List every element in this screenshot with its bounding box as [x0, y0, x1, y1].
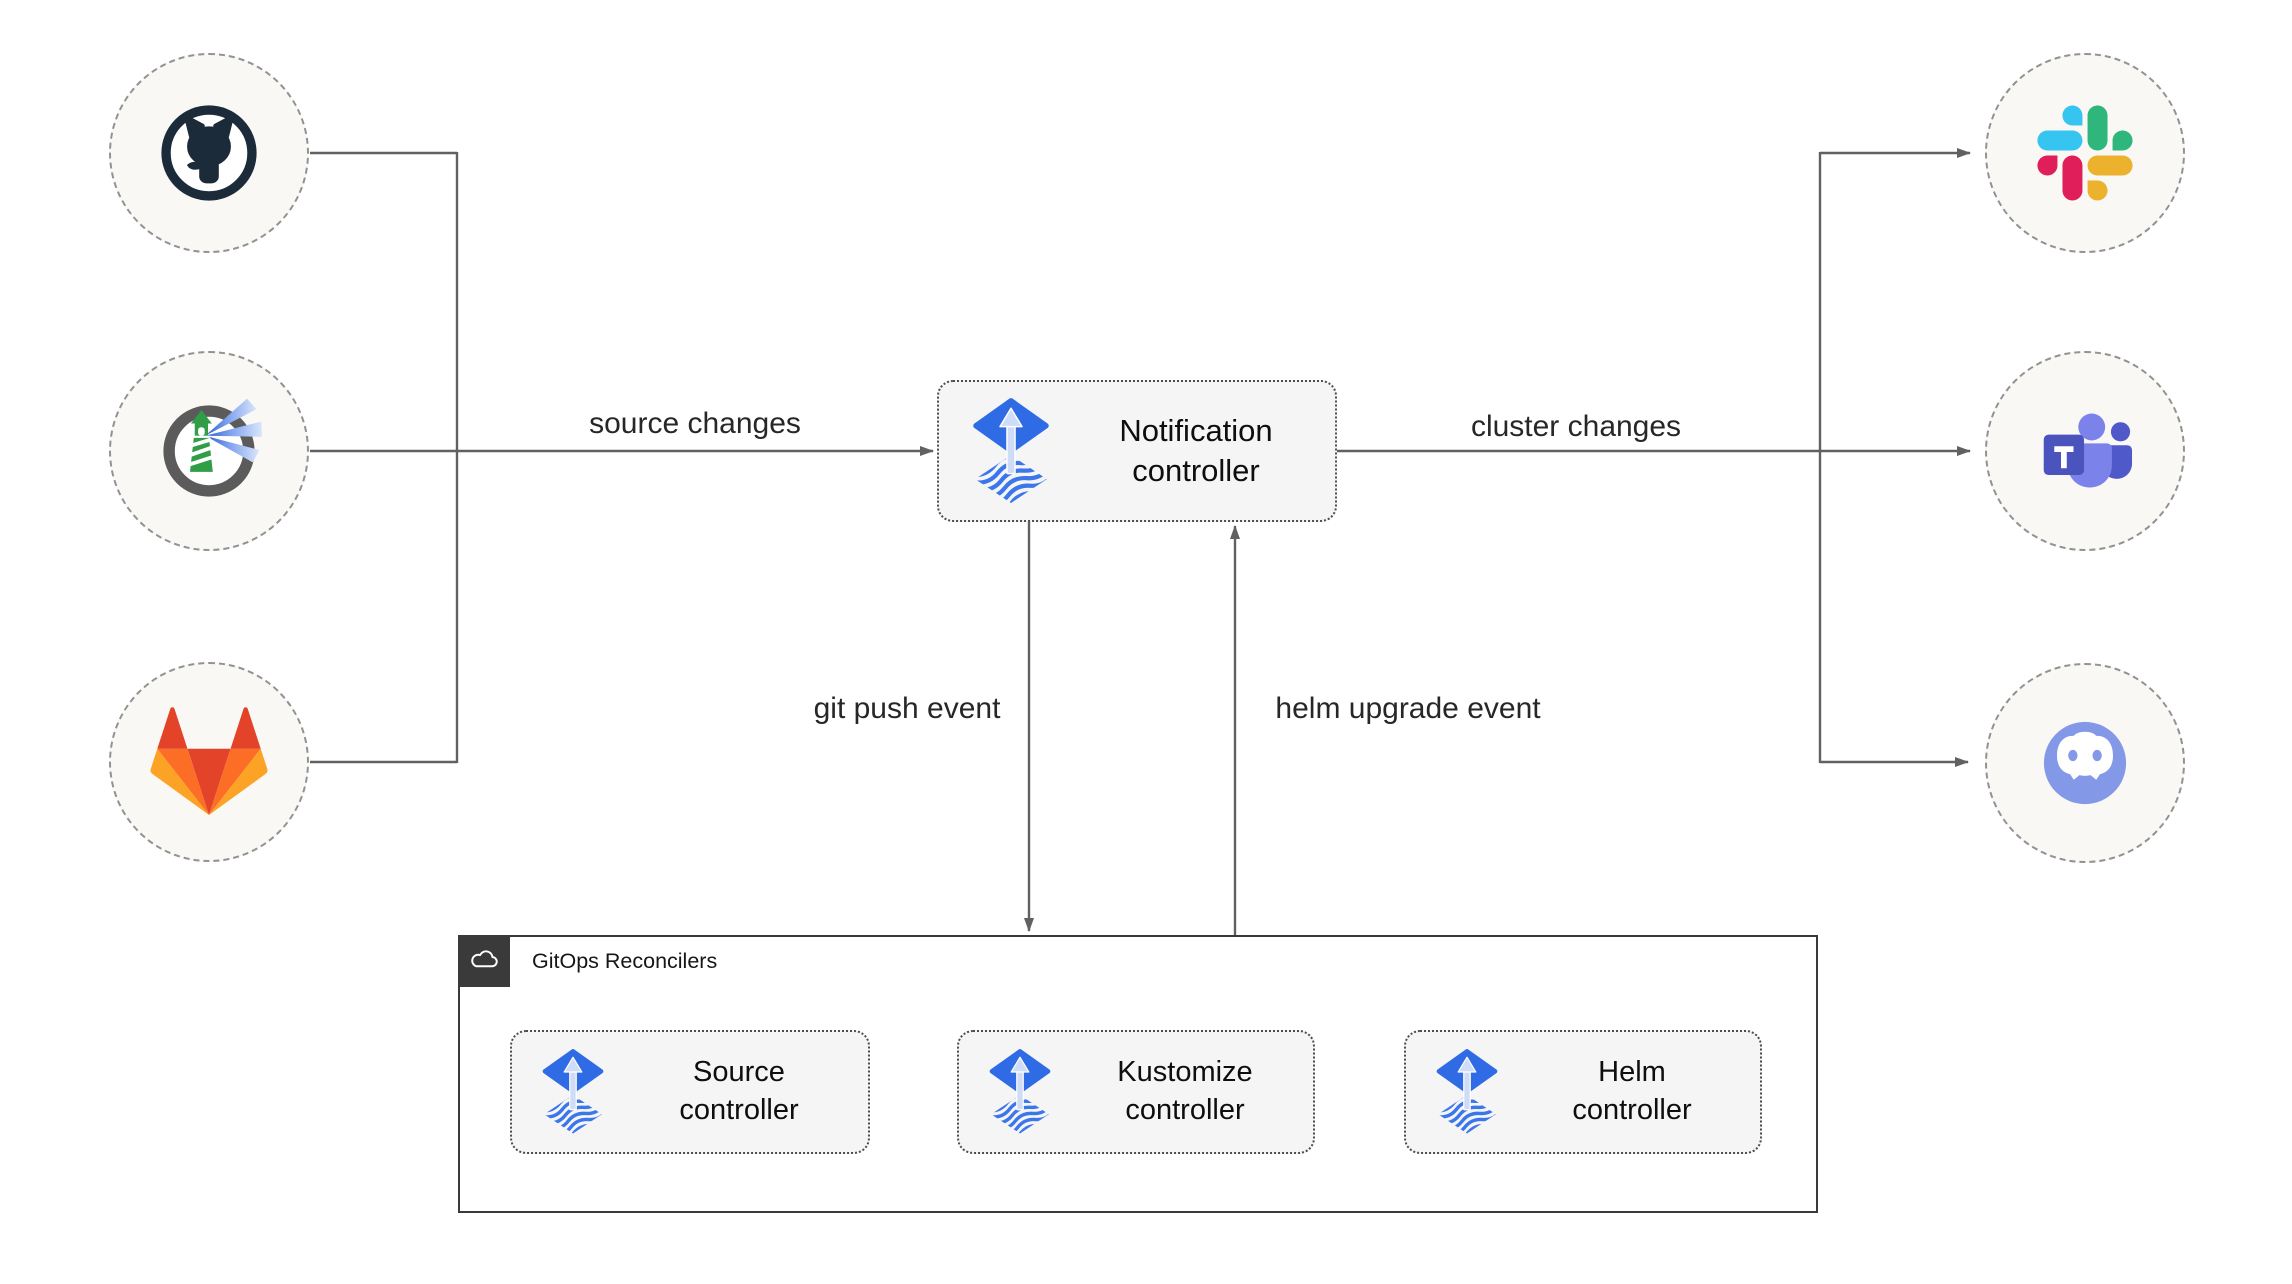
helm-controller-label: Helm controller — [1572, 1056, 1692, 1126]
gitlab-icon — [150, 707, 268, 816]
helm-controller-box: Helm controller — [1404, 1030, 1762, 1154]
flux-icon — [536, 1049, 610, 1135]
source-controller-label: Source controller — [679, 1056, 799, 1126]
node-harbor — [109, 351, 309, 551]
discord-icon — [2043, 721, 2127, 805]
notification-controller-box: Notification controller — [937, 380, 1337, 522]
edge-label-git-push-event: git push event — [813, 692, 1001, 725]
edge-label-cluster-changes: cluster changes — [1470, 410, 1682, 443]
source-controller-box: Source controller — [510, 1030, 870, 1154]
flux-icon — [983, 1049, 1057, 1135]
kustomize-controller-box: Kustomize controller — [957, 1030, 1315, 1154]
flux-icon — [1430, 1049, 1504, 1135]
group-title: GitOps Reconcilers — [532, 949, 718, 973]
node-github — [109, 53, 309, 253]
harbor-icon — [163, 398, 263, 497]
group-badge — [458, 935, 510, 987]
node-slack — [1985, 53, 2185, 253]
node-gitlab — [109, 662, 309, 862]
slack-icon — [2037, 105, 2133, 201]
kustomize-controller-label: Kustomize controller — [1117, 1056, 1253, 1126]
microsoft-teams-icon — [2043, 413, 2133, 488]
edge-label-source-changes: source changes — [589, 407, 801, 440]
node-microsoft-teams — [1985, 351, 2185, 551]
node-discord — [1985, 663, 2185, 863]
edge-label-helm-upgrade-event: helm upgrade event — [1275, 692, 1541, 725]
cloud-icon — [471, 950, 498, 968]
flux-icon — [965, 398, 1057, 505]
gitops-reconcilers-group: GitOps Reconcilers Source controller Kus… — [458, 935, 1818, 1213]
notification-controller-label: Notification controller — [1119, 412, 1273, 488]
github-icon — [161, 105, 257, 201]
